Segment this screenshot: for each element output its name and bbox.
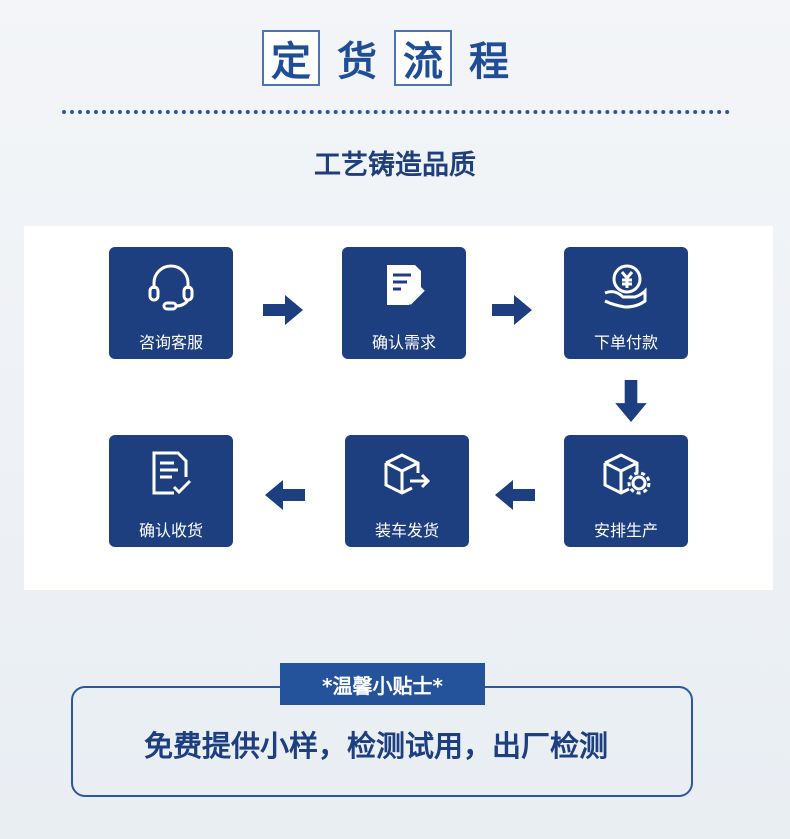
title-char: 程 xyxy=(469,39,509,85)
step-order-payment: 下单付款 xyxy=(564,247,688,359)
page-title: 定 货 流 程 xyxy=(262,30,518,86)
subtitle: 工艺铸造品质 xyxy=(314,150,476,181)
headset-icon xyxy=(148,264,194,311)
step-shipping: 装车发货 xyxy=(345,435,469,547)
title-char: 货 xyxy=(337,39,377,85)
title-char: 定 xyxy=(262,30,320,86)
arrow-left-icon xyxy=(495,480,535,510)
yuan-payment-icon xyxy=(604,264,647,309)
step-production: 安排生产 xyxy=(564,435,688,547)
title-char: 流 xyxy=(394,30,452,86)
arrow-down-icon xyxy=(615,380,647,422)
dotted-divider xyxy=(62,110,730,114)
step-label: 确认收货 xyxy=(138,521,203,540)
step-label: 装车发货 xyxy=(374,521,439,540)
box-gear-icon xyxy=(603,453,651,495)
arrow-right-icon xyxy=(263,295,303,325)
document-edit-icon xyxy=(387,265,425,305)
arrow-left-icon xyxy=(265,480,305,510)
step-consult: 咨询客服 xyxy=(109,247,233,359)
step-confirm-requirements: 确认需求 xyxy=(342,247,466,359)
document-check-icon xyxy=(152,451,192,495)
arrow-right-icon xyxy=(492,295,532,325)
box-shipping-icon xyxy=(384,453,431,495)
tip-label: *温馨小贴士* xyxy=(280,663,485,705)
step-label: 下单付款 xyxy=(593,333,658,352)
step-label: 确认需求 xyxy=(371,333,436,352)
step-confirm-receipt: 确认收货 xyxy=(109,435,233,547)
tip-text: 免费提供小样，检测试用，出厂检测 xyxy=(143,729,608,763)
step-label: 安排生产 xyxy=(593,521,658,540)
step-label: 咨询客服 xyxy=(138,333,203,352)
